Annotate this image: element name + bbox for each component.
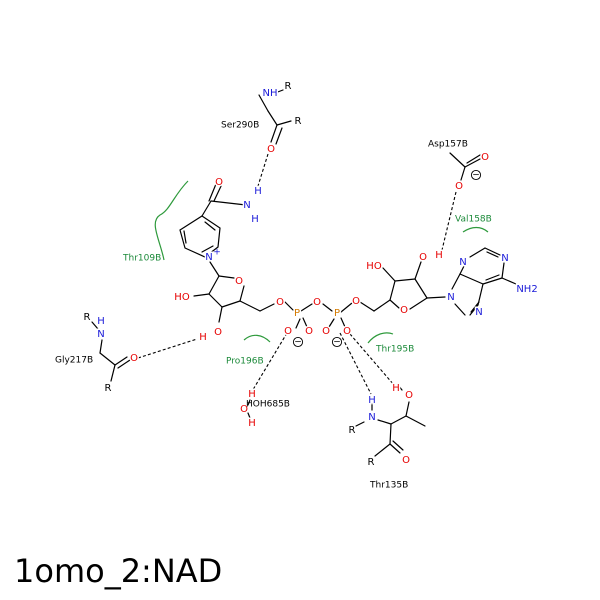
atom-n3: N bbox=[459, 257, 466, 268]
hydrophobic-arc-pro196 bbox=[243, 334, 271, 343]
atom-plus-pyridinium: + bbox=[213, 248, 221, 258]
atom-o-p2-a: O bbox=[322, 326, 330, 337]
residue-labels: Ser290B Thr109B Asp157B Val158B Gly217B … bbox=[55, 121, 492, 491]
atom-o-aribose: O bbox=[400, 305, 408, 316]
residue-label-pro196: Pro196B bbox=[226, 357, 264, 367]
hbond-asp157-ribose bbox=[441, 191, 457, 251]
residue-label-thr109: Thr109B bbox=[122, 254, 161, 264]
atom-ho-nribose: HO bbox=[174, 292, 190, 303]
atom-r-ser-right: R bbox=[295, 116, 302, 127]
atom-o-p2-b: O bbox=[343, 326, 351, 337]
atom-o-link1: O bbox=[276, 297, 284, 308]
residue-label-thr195: Thr195B bbox=[375, 345, 414, 355]
residue-label-ser290: Ser290B bbox=[221, 121, 259, 131]
atom-n-pyridinium: N bbox=[205, 252, 212, 263]
atom-n-ser: NH bbox=[263, 88, 278, 99]
hbond-gly217-ribose bbox=[137, 338, 198, 359]
residue-label-asp157: Asp157B bbox=[428, 140, 468, 150]
atom-o-thr-carbonyl: O bbox=[402, 455, 410, 466]
residue-label-thr135: Thr135B bbox=[369, 481, 408, 491]
formal-charges: − − − bbox=[292, 169, 482, 348]
atom-h-amide-bottom: H bbox=[251, 214, 259, 225]
hydrophobic-arc-thr195 bbox=[367, 332, 394, 344]
atom-o-link2: O bbox=[352, 296, 360, 307]
atom-o-bridge: O bbox=[313, 297, 321, 308]
atom-o-aribose2: O bbox=[419, 252, 427, 263]
atom-r-thr-n: R bbox=[349, 425, 356, 436]
atom-h-nribose3: H bbox=[199, 332, 207, 343]
atom-h-thr-n: H bbox=[368, 395, 376, 406]
atom-o-asp-a: O bbox=[481, 152, 489, 163]
atom-h-gly: H bbox=[97, 316, 105, 327]
atom-h-amide-top: H bbox=[254, 186, 262, 197]
atom-r-ser-top: R bbox=[285, 81, 292, 92]
residue-label-gly217: Gly217B bbox=[55, 356, 93, 366]
hydrophobic-arc-val158 bbox=[462, 226, 489, 233]
atom-h-hoh-b: H bbox=[248, 418, 256, 429]
atom-h-aribose2: H bbox=[435, 250, 443, 261]
atom-o-gly: O bbox=[130, 353, 138, 364]
atom-o-nribose: O bbox=[235, 276, 243, 287]
atom-p1: P bbox=[294, 308, 300, 319]
charge-minus-p1: − bbox=[294, 338, 302, 348]
atom-r-thr-carbonyl: R bbox=[368, 457, 375, 468]
residue-label-hoh685: HOH685B bbox=[246, 400, 290, 410]
atom-n1: N bbox=[501, 253, 508, 264]
atom-n-gly: N bbox=[97, 329, 104, 340]
atom-o-amide: O bbox=[215, 177, 223, 188]
atom-n7: N bbox=[475, 307, 482, 318]
atom-h-thr-o: H bbox=[392, 383, 400, 394]
charge-minus-p2: − bbox=[333, 338, 341, 348]
hbond-thr135-o bbox=[349, 333, 395, 386]
covalent-bonds bbox=[91, 89, 517, 457]
atom-o-ser: O bbox=[267, 144, 275, 155]
atom-r-gly-bottom: R bbox=[105, 383, 112, 394]
hbond-thr135-n bbox=[339, 332, 372, 395]
atom-n9: N bbox=[447, 292, 454, 303]
atom-o-p1-b: O bbox=[305, 326, 313, 337]
atom-o-hoh: O bbox=[240, 404, 248, 415]
residue-label-val158: Val158B bbox=[455, 215, 492, 225]
atom-ho-aribose: HO bbox=[366, 261, 382, 272]
atom-o-thr: O bbox=[405, 390, 413, 401]
charge-minus-asp: − bbox=[472, 171, 480, 181]
diagram-title: 1omo_2:NAD bbox=[14, 552, 223, 590]
atom-o-p1-a: O bbox=[284, 326, 292, 337]
hydrophobic-contacts bbox=[154, 180, 489, 344]
atom-nh2: NH2 bbox=[516, 284, 537, 295]
atom-h-hoh-a: H bbox=[248, 389, 256, 400]
atom-n-thr: N bbox=[368, 412, 375, 423]
atom-o-asp-b: O bbox=[455, 181, 463, 192]
atom-r-gly-top: R bbox=[84, 312, 91, 323]
hbond-hoh-phosphate bbox=[250, 332, 288, 394]
atom-n-amide: N bbox=[243, 200, 250, 211]
atom-p2: P bbox=[334, 308, 340, 319]
hydrogen-bonds bbox=[137, 153, 457, 395]
hbond-ser290-amide bbox=[257, 153, 269, 187]
atom-o-nribose3: O bbox=[214, 327, 222, 338]
atom-labels: NH R R O N H H O N + O HO O H O P O O O … bbox=[82, 80, 539, 470]
hydrophobic-arc-thr109 bbox=[154, 180, 189, 261]
